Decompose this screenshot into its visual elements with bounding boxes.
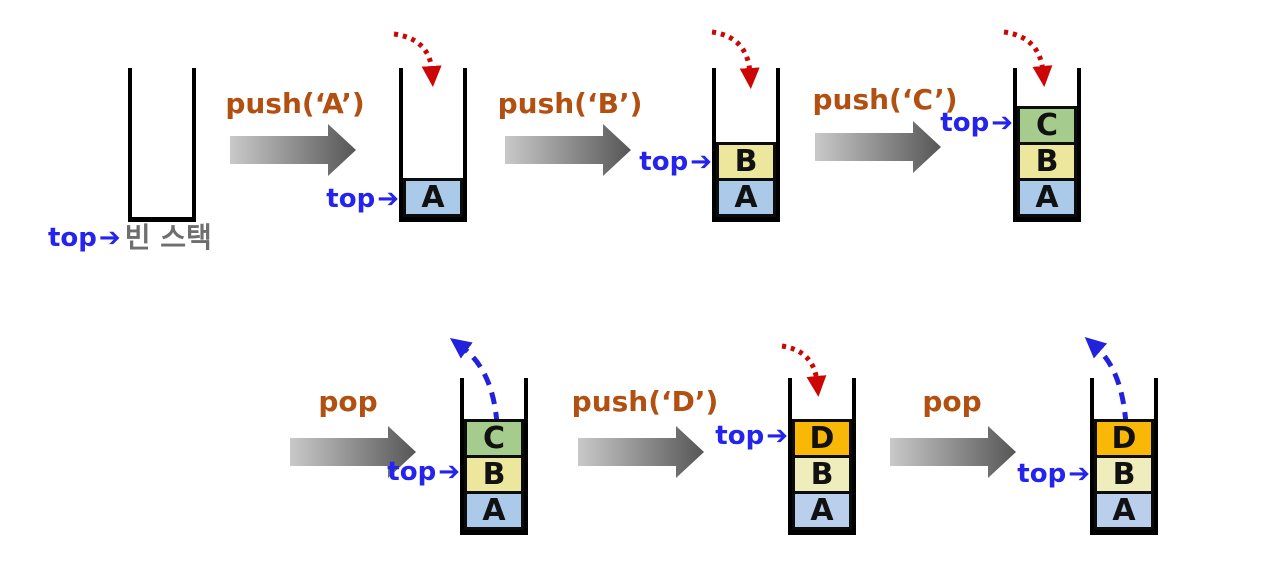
operation-arrow — [815, 121, 941, 173]
top-arrow-icon: ➔ — [991, 108, 1013, 138]
stack-cell: B — [1017, 142, 1077, 181]
op-label-push-d: push(‘D’) — [571, 385, 719, 418]
operation-arrow — [505, 124, 631, 176]
operation-arrow — [230, 124, 356, 176]
top-arrow-icon: ➔ — [377, 184, 399, 214]
top-arrow-icon: ➔ — [1068, 459, 1090, 489]
stack-cell: A — [1017, 178, 1077, 217]
stack-cell: B — [464, 455, 524, 494]
stack-cell: A — [792, 491, 852, 530]
stack-stage-6: D B A — [788, 378, 856, 535]
stack-cell: A — [716, 178, 776, 217]
stack-stage-1-empty — [128, 68, 196, 222]
stack-cell: B — [716, 142, 776, 181]
stack-cell: D — [792, 419, 852, 458]
top-pointer-label: top — [715, 421, 765, 451]
op-label-push-b: push(‘B’) — [497, 87, 643, 120]
top-pointer-label: top — [940, 108, 990, 138]
top-arrow-icon: ➔ — [766, 421, 788, 451]
stack-stage-5: C B A — [460, 378, 528, 535]
op-label-push-c: push(‘C’) — [812, 83, 958, 116]
top-pointer: top➔ — [940, 110, 1013, 136]
stack-stage-2: A — [399, 68, 467, 222]
stack-cell: C — [464, 419, 524, 458]
operation-arrow — [578, 426, 704, 478]
top-pointer-label: top — [326, 184, 376, 214]
stack-cell: A — [1094, 491, 1154, 530]
op-label-pop-2: pop — [922, 385, 982, 418]
empty-stack-caption: 빈 스택 — [124, 221, 212, 254]
top-arrow-icon: ➔ — [438, 457, 460, 487]
stack-cell: A — [464, 491, 524, 530]
stack-cell: B — [792, 455, 852, 494]
stack-cell: B — [1094, 455, 1154, 494]
top-pointer-label: top — [639, 147, 689, 177]
stack-stage-7: D B A — [1090, 378, 1158, 535]
top-arrow-icon: ➔ — [690, 147, 712, 177]
top-pointer-label: top — [387, 457, 437, 487]
push-in-arrow — [393, 31, 442, 87]
op-label-push-a: push(‘A’) — [225, 87, 365, 120]
stack-stage-3: B A — [712, 68, 780, 222]
top-pointer: top➔ — [1017, 461, 1090, 487]
stack-cell: D — [1094, 419, 1154, 458]
push-in-arrow — [1003, 29, 1053, 87]
top-pointer-empty: top➔빈 스택 — [48, 224, 212, 252]
top-pointer: top➔ — [326, 186, 399, 212]
top-pointer-label: top — [48, 223, 97, 253]
stack-stage-4: C B A — [1013, 68, 1081, 222]
stack-cell: C — [1017, 106, 1077, 145]
top-arrow-icon: ➔ — [98, 223, 121, 253]
op-label-pop-1: pop — [318, 385, 378, 418]
stack-cell: A — [403, 178, 463, 217]
top-pointer: top➔ — [387, 459, 460, 485]
top-pointer: top➔ — [715, 423, 788, 449]
top-pointer: top➔ — [639, 149, 712, 175]
top-pointer-label: top — [1017, 459, 1067, 489]
operation-arrow — [890, 426, 1016, 478]
push-in-arrow — [781, 343, 827, 397]
